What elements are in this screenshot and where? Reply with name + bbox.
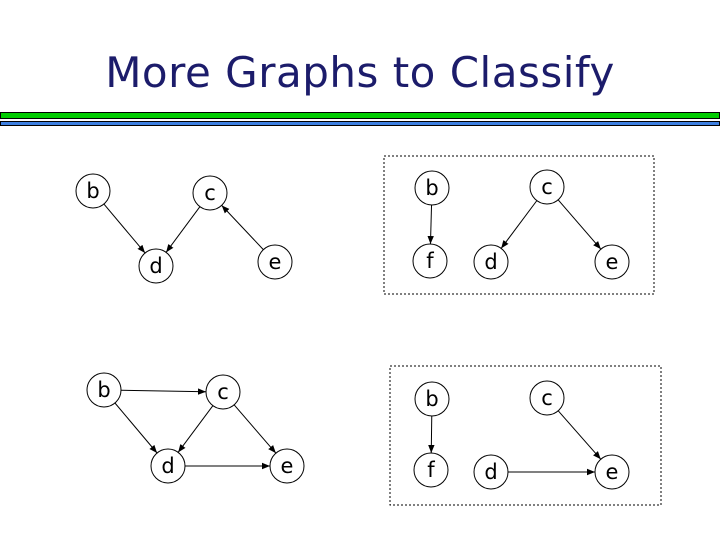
- node-circle: [473, 454, 509, 490]
- node-c: c: [529, 380, 565, 416]
- node-circle: [192, 175, 228, 211]
- node-label: f: [427, 458, 435, 482]
- node-c: c: [529, 169, 565, 205]
- node-e: e: [269, 448, 305, 484]
- node-label: c: [204, 181, 216, 205]
- node-circle: [205, 374, 241, 410]
- node-circle: [414, 170, 450, 206]
- graph-2: b c f d e: [383, 155, 655, 295]
- node-c: c: [205, 374, 241, 410]
- node-circle: [414, 381, 450, 417]
- node-circle: [529, 169, 565, 205]
- node-label: b: [86, 179, 99, 203]
- node-label: f: [426, 249, 434, 273]
- node-d: d: [473, 454, 509, 490]
- node-e: e: [594, 244, 630, 280]
- node-circle: [75, 173, 111, 209]
- node-label: e: [269, 250, 282, 274]
- graph-3: b c d e: [86, 372, 305, 484]
- node-f: f: [413, 452, 449, 488]
- edge-b-c: [120, 388, 207, 395]
- node-b: b: [86, 372, 122, 408]
- node-label: c: [541, 175, 553, 199]
- node-b: b: [414, 170, 450, 206]
- node-e: e: [594, 454, 630, 490]
- node-b: b: [414, 381, 450, 417]
- node-label: e: [281, 454, 294, 478]
- edge-c-e: [557, 410, 602, 460]
- node-b: b: [75, 173, 111, 209]
- edge-b-d: [114, 402, 158, 454]
- node-label: b: [97, 378, 110, 402]
- node-d: d: [150, 448, 186, 484]
- slide-title: More Graphs to Classify: [105, 48, 615, 97]
- node-d: d: [138, 248, 174, 284]
- edge-c-d: [500, 200, 538, 249]
- node-circle: [257, 244, 293, 280]
- node-f: f: [412, 243, 448, 279]
- node-label: e: [606, 460, 619, 484]
- graph-4: b c f d e: [389, 365, 662, 506]
- node-circle: [150, 448, 186, 484]
- dashed-box: [389, 365, 662, 506]
- node-label: c: [541, 386, 553, 410]
- node-c: c: [192, 175, 228, 211]
- node-circle: [86, 372, 122, 408]
- edge-c-d: [165, 206, 201, 253]
- edge-e-c: [221, 205, 264, 250]
- node-label: d: [161, 454, 174, 478]
- edge-b-d: [103, 203, 146, 254]
- node-circle: [412, 243, 448, 279]
- node-label: c: [217, 380, 229, 404]
- edge-b-f: [427, 204, 434, 245]
- node-circle: [529, 380, 565, 416]
- node-label: b: [425, 387, 438, 411]
- node-label: d: [149, 254, 162, 278]
- node-d: d: [473, 244, 509, 280]
- node-e: e: [257, 244, 293, 280]
- edge-c-d: [177, 405, 214, 453]
- node-circle: [413, 452, 449, 488]
- node-circle: [473, 244, 509, 280]
- graph-1: b c d e: [75, 173, 293, 284]
- node-label: d: [484, 250, 497, 274]
- node-circle: [594, 244, 630, 280]
- node-label: b: [425, 176, 438, 200]
- edge-c-e: [557, 199, 602, 250]
- node-label: d: [484, 460, 497, 484]
- edge-c-e: [233, 404, 277, 454]
- node-label: e: [606, 250, 619, 274]
- node-circle: [594, 454, 630, 490]
- node-circle: [138, 248, 174, 284]
- edge-b-f: [428, 415, 435, 454]
- node-circle: [269, 448, 305, 484]
